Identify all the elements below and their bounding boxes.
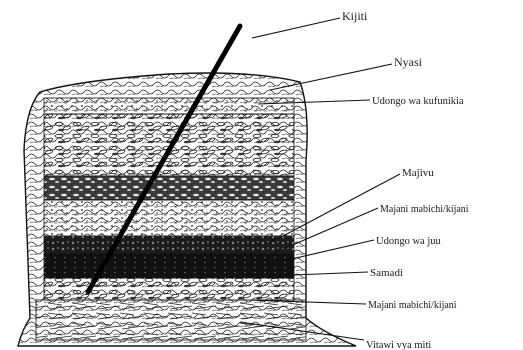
label-majivu: Majivu [402, 167, 434, 179]
layer-ash [44, 236, 294, 254]
layer-manure [44, 254, 294, 278]
layer-twigs [36, 300, 306, 340]
layer-dense-leaves [44, 176, 294, 200]
label-majani-mabichi-1: Majani mabichi/kijani [380, 204, 469, 215]
label-udongo-wa-juu: Udongo wa juu [376, 236, 441, 247]
label-samadi: Samadi [370, 267, 403, 279]
label-vitawi-vya-miti: Vitawi vya miti [366, 340, 431, 350]
leader-nyasi [270, 64, 392, 90]
label-kijiti: Kijiti [342, 9, 368, 23]
layer-top-soil [44, 200, 294, 236]
label-nyasi: Nyasi [394, 55, 423, 69]
label-udongo-wa-kufunikia: Udongo wa kufunikia [372, 96, 464, 107]
leader-kijiti [252, 18, 340, 38]
layer-cover-soil [44, 98, 294, 114]
layer-green-leaves-lower [44, 278, 294, 300]
layer-green-leaves-upper [44, 114, 294, 176]
label-majani-mabichi-2: Majani mabichi/kijani [368, 300, 457, 311]
